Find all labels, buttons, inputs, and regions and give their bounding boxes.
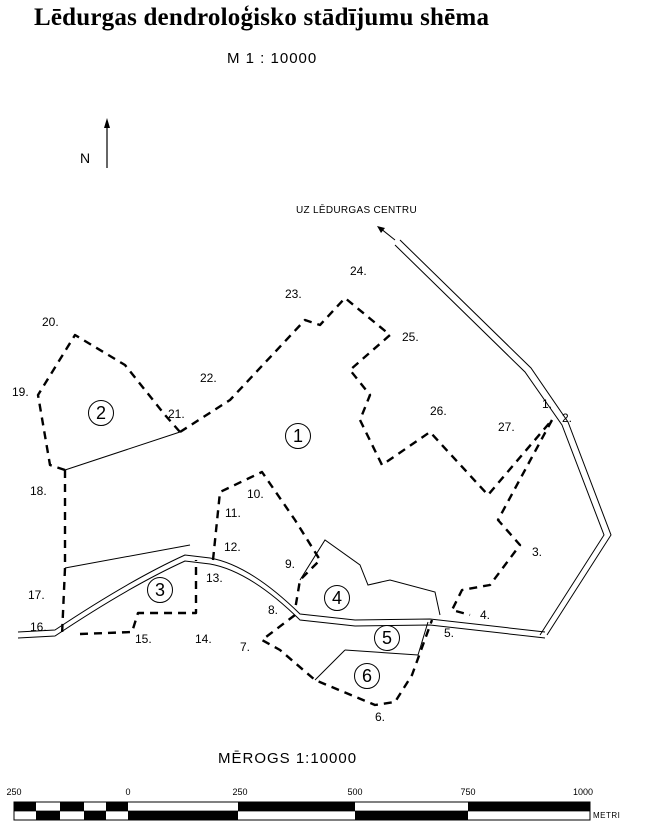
direction-arrow-head xyxy=(377,226,385,233)
zone-5-marker: 5 xyxy=(374,625,400,651)
scale-tick-label: 750 xyxy=(460,787,476,797)
zone-6-marker: 6 xyxy=(354,663,380,689)
point-label-8: 8. xyxy=(268,603,279,617)
point-label-16: 16. xyxy=(30,620,47,634)
scale-tick-label: 0 xyxy=(125,787,131,797)
point-label-9: 9. xyxy=(285,557,296,571)
road-outline-a xyxy=(394,244,605,636)
lower-road-outline-b xyxy=(17,560,546,639)
road-outline-b xyxy=(399,239,612,636)
scale-tick-label: 1000 xyxy=(572,787,594,797)
direction-label: UZ LĒDURGAS CENTRU xyxy=(296,205,417,216)
north-arrow-head xyxy=(104,118,110,128)
point-label-5: 5. xyxy=(444,626,455,640)
scale-bar-graphic xyxy=(13,801,591,821)
point-label-18: 18. xyxy=(30,484,47,498)
point-label-19: 19. xyxy=(12,385,29,399)
north-label: N xyxy=(80,150,91,166)
boundary-south xyxy=(260,614,434,707)
point-label-17: 17. xyxy=(28,588,45,602)
line-zone-6 xyxy=(314,649,346,681)
line-zone-3-top xyxy=(64,544,191,569)
scale-title: MĒROGS 1:10000 xyxy=(218,750,358,767)
point-label-10: 10. xyxy=(247,487,264,501)
point-label-24: 24. xyxy=(350,264,367,278)
point-label-11: 11. xyxy=(225,506,241,520)
point-label-20: 20. xyxy=(42,315,59,329)
scale-tick-label: 500 xyxy=(347,787,363,797)
scale-unit-label: METRI xyxy=(593,811,621,820)
point-label-21: 21. xyxy=(168,407,185,421)
zone-4-marker: 4 xyxy=(324,585,350,611)
point-label-27: 27. xyxy=(498,420,515,434)
point-label-4: 4. xyxy=(480,608,491,622)
map-title: Lēdurgas dendroloģisko stādījumu shēma xyxy=(34,4,490,31)
point-label-26: 26. xyxy=(430,404,447,418)
line-zone-4 xyxy=(299,539,441,616)
boundary-north xyxy=(179,296,553,497)
point-label-22: 22. xyxy=(200,371,217,385)
lower-road-outline-a xyxy=(17,554,546,633)
point-label-23: 23. xyxy=(285,287,302,301)
point-label-25: 25. xyxy=(402,330,419,344)
boundary-center xyxy=(211,470,322,611)
boundary-east xyxy=(450,419,554,617)
scale-tick-label: 250 xyxy=(232,787,248,797)
line-zone-5 xyxy=(344,621,429,656)
zone-2-marker: 2 xyxy=(88,400,114,426)
line-zone-2-base xyxy=(64,431,181,471)
zone-3-marker: 3 xyxy=(147,577,173,603)
boundary-zone-2 xyxy=(36,333,181,472)
point-label-3: 3. xyxy=(532,545,543,559)
boundary-zone-3 xyxy=(79,560,198,636)
map-scale-ratio: M 1 : 10000 xyxy=(227,50,318,67)
point-label-7: 7. xyxy=(240,640,251,654)
scale-tick-label: 250 xyxy=(6,787,22,797)
zone-1-marker: 1 xyxy=(285,423,311,449)
point-label-6: 6. xyxy=(375,710,386,724)
point-label-1: 1. xyxy=(542,397,553,411)
point-label-13: 13. xyxy=(206,571,223,585)
point-label-14: 14. xyxy=(195,632,212,646)
point-label-15: 15. xyxy=(135,632,152,646)
boundary-west xyxy=(60,470,67,636)
point-label-12: 12. xyxy=(224,540,241,554)
point-label-2: 2. xyxy=(562,411,573,425)
